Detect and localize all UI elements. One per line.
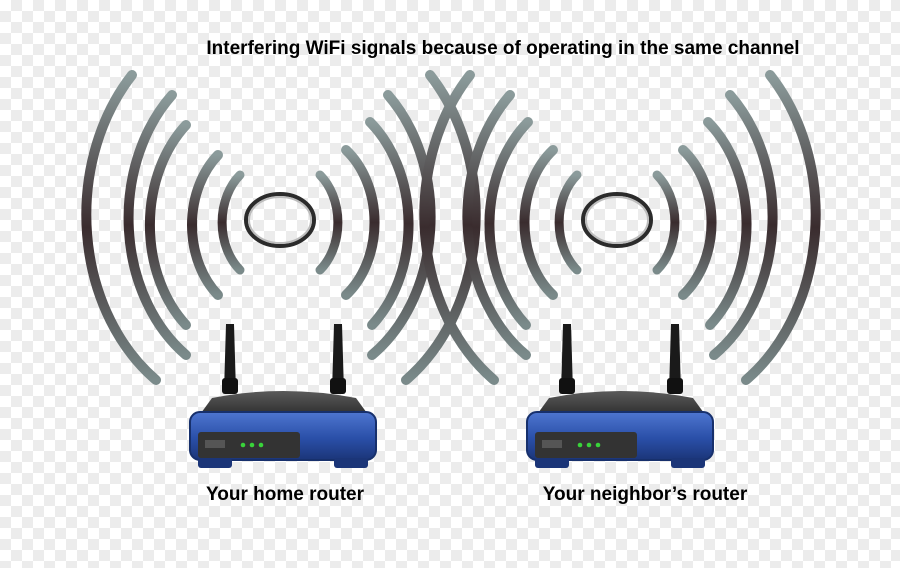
neighbor-wave-right-5 <box>741 70 821 385</box>
home-router-foot-right <box>334 458 368 468</box>
home-wave-left-4 <box>123 90 191 360</box>
neighbor-router-foot-left <box>535 458 569 468</box>
neighbor-wave-right-3 <box>703 117 752 330</box>
home-wave-left-5 <box>81 70 161 385</box>
home-wave-left-3 <box>144 120 191 330</box>
neighbor-router-foot-right <box>671 458 705 468</box>
home-router <box>189 324 377 468</box>
neighbor-router-panel <box>535 432 637 458</box>
neighbor-wave-left-2 <box>519 145 558 300</box>
neighbor-wave-left-1 <box>554 170 582 275</box>
home-router-antenna-right <box>330 324 346 394</box>
neighbor-router-antenna-right <box>667 324 683 394</box>
home-router-signal <box>81 70 481 385</box>
neighbor-wave-right-2 <box>678 145 717 300</box>
home-router-foot-left <box>198 458 232 468</box>
neighbor-wave-left-5 <box>419 70 499 385</box>
neighbor-router-signal <box>419 70 821 385</box>
neighbor-router-led <box>577 442 583 448</box>
home-router-antenna-left <box>222 324 238 394</box>
home-wave-right-1 <box>315 170 343 275</box>
neighbor-wave-right-4 <box>709 90 778 360</box>
neighbor-router-caption: Your neighbor’s router <box>542 484 748 505</box>
home-router-led <box>240 442 246 448</box>
home-wave-right-5 <box>401 70 481 385</box>
neighbor-signal-center-ring <box>581 192 653 248</box>
diagram-title: Interfering WiFi signals because of oper… <box>206 38 800 59</box>
neighbor-router <box>526 324 714 468</box>
home-wave-right-4 <box>367 90 436 360</box>
home-wave-right-2 <box>341 145 380 300</box>
home-router-panel <box>198 432 300 458</box>
home-signal-center-ring <box>244 192 316 248</box>
home-wave-left-2 <box>187 150 223 300</box>
neighbor-router-antenna-left <box>559 324 575 394</box>
neighbor-wave-left-3 <box>484 117 533 330</box>
neighbor-wave-left-4 <box>462 90 531 360</box>
home-wave-right-3 <box>365 117 414 330</box>
neighbor-wave-right-1 <box>652 170 680 275</box>
home-wave-left-1 <box>217 170 245 275</box>
home-router-caption: Your home router <box>206 484 364 505</box>
